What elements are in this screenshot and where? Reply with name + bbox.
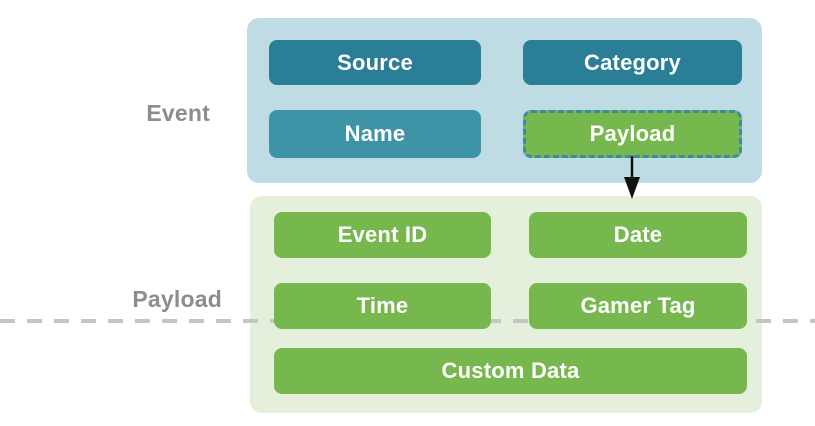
event-container: Source Category Name Payload — [247, 18, 762, 183]
box-payload: Payload — [523, 110, 742, 158]
event-group-label: Event — [146, 100, 210, 126]
box-gamer-tag: Gamer Tag — [529, 283, 747, 329]
box-category: Category — [523, 40, 742, 85]
payload-container: Event ID Date Time Gamer Tag Custom Data — [250, 196, 762, 413]
box-time: Time — [274, 283, 491, 329]
box-event-id: Event ID — [274, 212, 491, 258]
box-custom-data: Custom Data — [274, 348, 747, 394]
box-date: Date — [529, 212, 747, 258]
arrow-down-icon — [624, 156, 640, 199]
box-name: Name — [269, 110, 481, 158]
box-source: Source — [269, 40, 481, 85]
payload-group-label: Payload — [132, 286, 222, 312]
